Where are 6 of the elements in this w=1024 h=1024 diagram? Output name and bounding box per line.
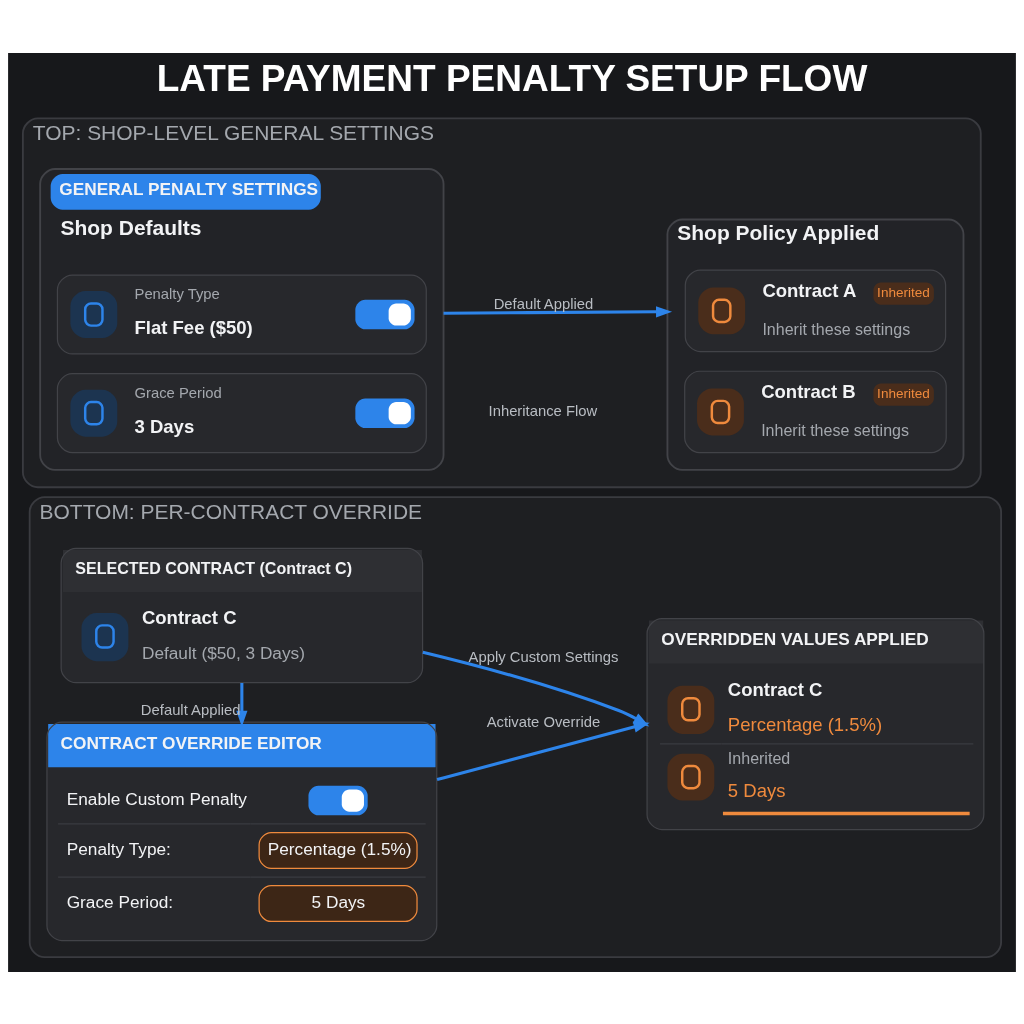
- edge-label: Activate Override: [486, 713, 601, 730]
- label: Inheritance Flow: [488, 402, 598, 419]
- diagram-title: LATE PAYMENT PENALTY SETUP FLOW: [156, 57, 868, 99]
- edge-label: Apply Custom Settings: [468, 648, 619, 665]
- edge-label: Default Applied: [493, 295, 594, 312]
- edge-label: Default Applied: [140, 701, 241, 718]
